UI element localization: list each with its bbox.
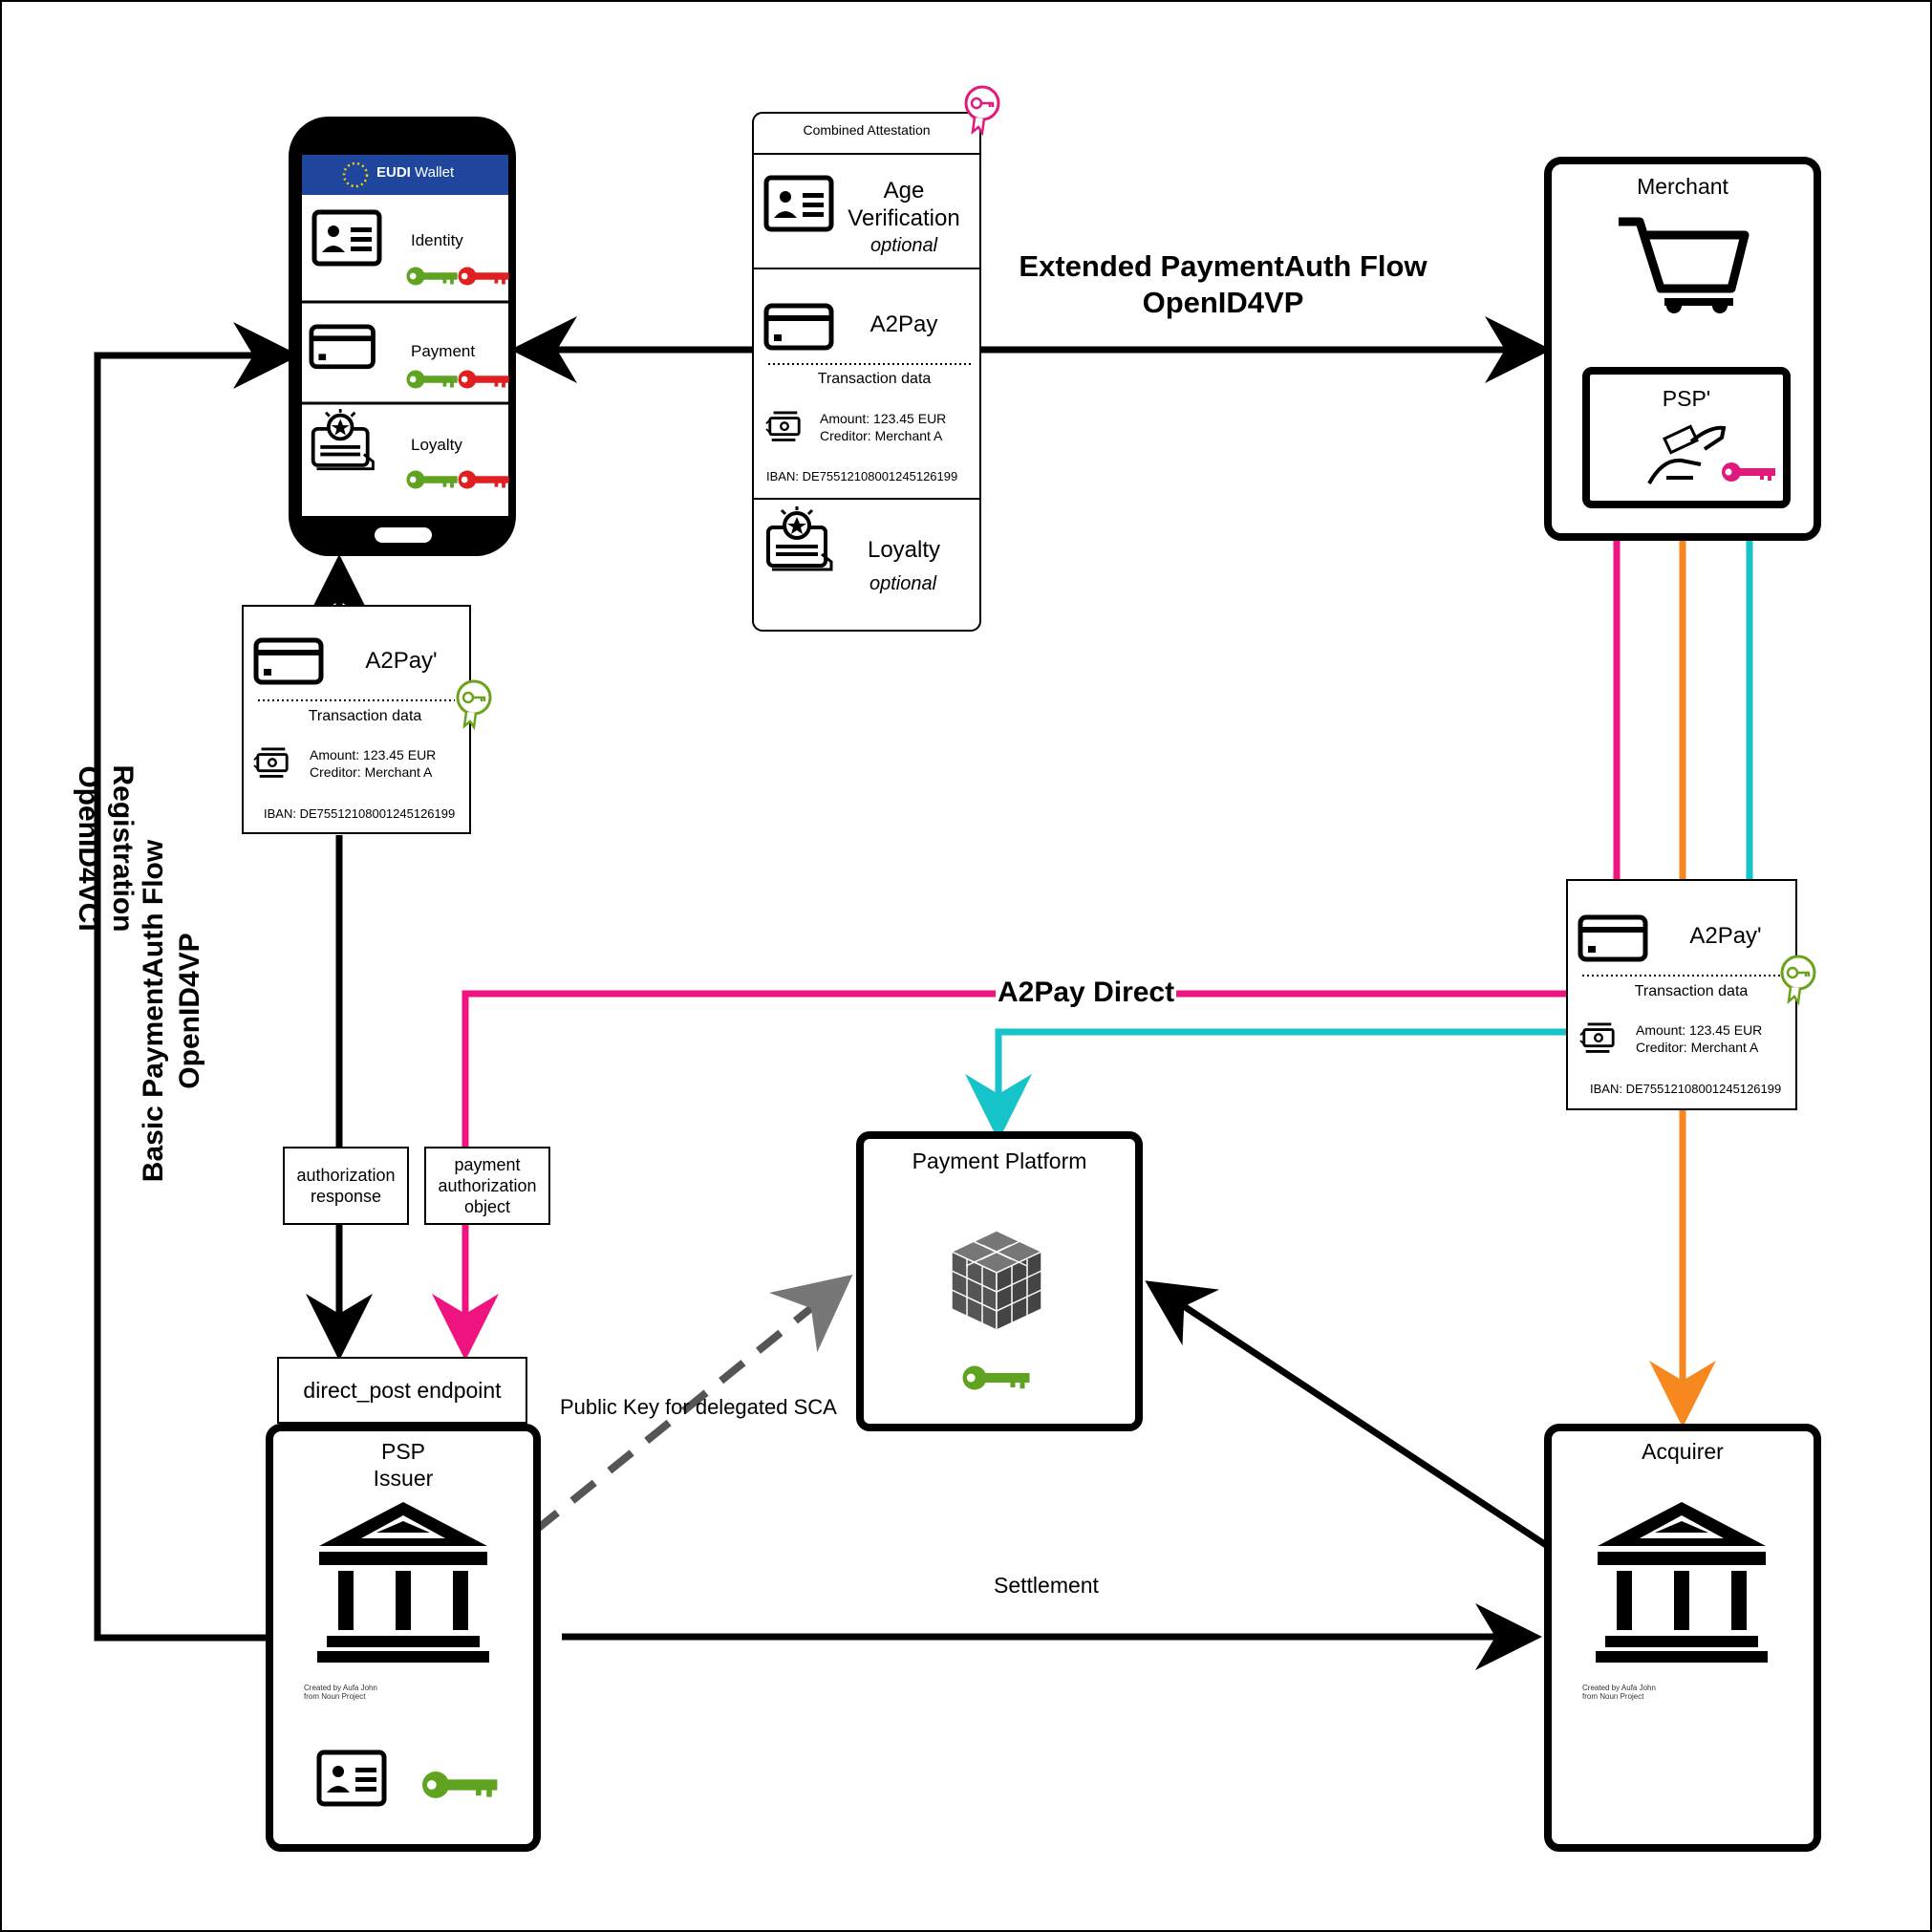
psp-issuer-line1: PSP — [380, 1439, 426, 1464]
acquirer-credit: Created by Aufa John from Noun Project — [1582, 1684, 1656, 1701]
combined-attestation — [752, 85, 1000, 632]
public-key-dashed-arrow — [532, 1274, 853, 1535]
right-card-amount: Amount: 123.45 EUR — [1636, 1022, 1763, 1038]
eudi-wallet-phone — [289, 117, 516, 556]
direct-post-endpoint-box: direct_post endpoint — [277, 1357, 527, 1424]
combined-loyalty-title: Loyalty — [867, 537, 941, 563]
loyalty-optional: optional — [869, 573, 937, 594]
right-card-iban: IBAN: DE75512108001245126199 — [1590, 1082, 1782, 1096]
basic-flow-line1: Basic PaymentAuth Flow — [138, 839, 169, 1183]
psp-issuer-line2: Issuer — [373, 1466, 434, 1491]
settlement-label: Settlement — [994, 1573, 1099, 1598]
merchant-box — [1544, 157, 1821, 541]
combined-amount: Amount: 123.45 EUR — [820, 411, 947, 426]
authorization-response-box: authorization response — [283, 1147, 409, 1225]
registration-line1: Registration — [107, 764, 139, 933]
registration-line2: OpenID4VCI — [73, 765, 104, 932]
basic-flow-label: Basic PaymentAuth Flow OpenID4VP — [136, 820, 208, 1202]
wallet-item-payment[interactable]: Payment — [411, 342, 476, 360]
registration-label: Registration OpenID4VCI — [71, 724, 140, 973]
eu-stars-icon — [342, 161, 369, 188]
right-card-tx-label: Transaction data — [1634, 983, 1749, 999]
public-key-label: Public Key for delegated SCA — [560, 1395, 837, 1419]
left-card-creditor: Creditor: Merchant A — [310, 764, 433, 780]
age-line1: Age — [883, 178, 925, 204]
acquirer-to-platform-arrow — [1145, 1280, 1548, 1548]
right-card-creditor: Creditor: Merchant A — [1636, 1040, 1759, 1055]
combined-tx-label: Transaction data — [817, 371, 932, 387]
combined-creditor: Creditor: Merchant A — [820, 428, 943, 443]
age-optional: optional — [869, 235, 938, 256]
combined-attestation-title: Combined Attestation — [803, 122, 931, 138]
wallet-header: EUDI Wallet — [376, 164, 454, 181]
shopping-cart-icon — [1619, 217, 1750, 313]
cyan-arrow-platform — [965, 1028, 1567, 1141]
a2pay-card-right — [1566, 879, 1816, 1110]
combined-iban: IBAN: DE75512108001245126199 — [766, 469, 958, 483]
basic-flow-line2: OpenID4VP — [174, 933, 205, 1089]
a2pay-direct-pink-arrow — [432, 990, 1567, 1361]
left-card-iban: IBAN: DE75512108001245126199 — [264, 806, 456, 821]
payment-authorization-object-box: payment authorization object — [424, 1147, 550, 1225]
acquirer-box — [1544, 1424, 1821, 1852]
extended-flow-line1: Extended PaymentAuth Flow — [1019, 249, 1428, 283]
psp-issuer-box — [266, 1424, 541, 1852]
left-card-tx-label: Transaction data — [308, 708, 422, 724]
extended-flow-label: Extended PaymentAuth Flow OpenID4VP — [994, 248, 1452, 321]
psp-issuer-title: PSP Issuer — [269, 1438, 537, 1492]
extended-flow-line2: OpenID4VP — [1142, 286, 1304, 319]
wallet-header-bold: EUDI — [376, 164, 411, 181]
merchant-title: Merchant — [1637, 174, 1728, 199]
wallet-header-rest: Wallet — [415, 164, 455, 181]
a2pay-direct-label: A2Pay Direct — [996, 977, 1177, 1009]
left-card-title: A2Pay' — [365, 648, 438, 674]
age-line2: Verification — [848, 205, 960, 231]
psp-prime-title: PSP' — [1662, 386, 1711, 411]
left-card-amount: Amount: 123.45 EUR — [310, 747, 437, 762]
payment-handover-icon — [1647, 424, 1727, 484]
psp-issuer-credit: Created by Aufa John from Noun Project — [304, 1684, 377, 1701]
a2pay-card-left — [242, 605, 492, 834]
combined-a2pay-title: A2Pay — [869, 311, 938, 337]
cube-grid-icon — [950, 1230, 1043, 1332]
payment-platform-box — [856, 1131, 1143, 1431]
registration-arrow — [94, 322, 300, 1642]
acquirer-title: Acquirer — [1642, 1439, 1724, 1464]
wallet-item-loyalty[interactable]: Loyalty — [411, 436, 462, 454]
payment-platform-title: Payment Platform — [912, 1148, 1087, 1173]
right-card-title: A2Pay' — [1689, 923, 1762, 949]
wallet-item-identity[interactable]: Identity — [411, 231, 463, 249]
